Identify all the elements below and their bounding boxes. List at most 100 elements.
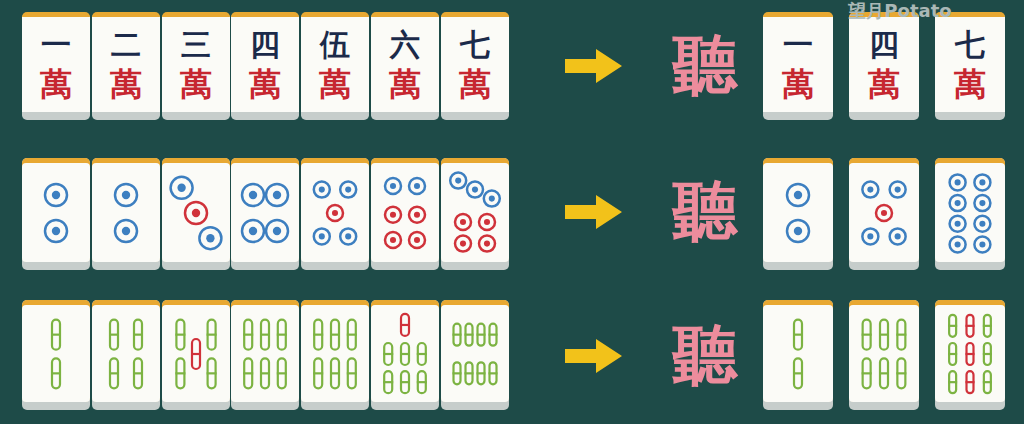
- tile-back: [92, 300, 160, 402]
- tile-back: [92, 158, 160, 262]
- bamboo-symbol: [793, 372, 803, 374]
- bamboo-symbol: [984, 371, 991, 393]
- bamboo-symbol: [417, 353, 427, 355]
- bamboo-symbol: [175, 372, 185, 374]
- tile-face: [935, 163, 1005, 262]
- arrow-symbol: [565, 195, 622, 229]
- bamboo-symbol: [260, 334, 270, 336]
- bamboo-symbol: [330, 372, 340, 374]
- bamboo-symbol: [418, 371, 426, 393]
- bamboo-symbol: [260, 372, 270, 374]
- dot-symbol: [345, 187, 351, 193]
- bamboo-symbol: [134, 358, 142, 388]
- bamboo-symbol: [967, 343, 974, 365]
- bamboo-symbol: [489, 334, 498, 336]
- tile-side: [22, 158, 90, 270]
- bamboo-symbol: [110, 320, 118, 350]
- tile-suit: 萬: [868, 68, 900, 100]
- dot-symbol: [472, 187, 478, 193]
- bamboo-symbol: [794, 358, 802, 388]
- wait-label: 聽: [672, 33, 738, 99]
- bamboo-symbol: [983, 353, 992, 355]
- bamboo-symbol: [984, 343, 991, 365]
- bamboo-symbol: [862, 372, 872, 374]
- bamboo-symbol: [277, 334, 287, 336]
- dot-symbol: [867, 233, 873, 239]
- dot-symbol: [273, 227, 281, 235]
- dot-symbol: [794, 191, 802, 199]
- tile-side: [231, 300, 299, 410]
- tile-side: [162, 300, 230, 410]
- tile-suit: 萬: [954, 68, 986, 100]
- bamboo-symbol: [984, 315, 991, 337]
- tile-face: [441, 305, 509, 402]
- tile-face: [22, 305, 90, 402]
- tile-side: [371, 300, 439, 410]
- bamboo-tile: [441, 300, 509, 410]
- tile-side: [849, 158, 919, 270]
- bamboo-symbol: [948, 353, 957, 355]
- dot-symbol: [340, 228, 356, 244]
- bamboo-tile: [301, 300, 369, 410]
- dot-symbol: [455, 178, 461, 184]
- bamboo-symbol: [176, 358, 184, 388]
- bamboo-symbol: [896, 372, 906, 374]
- tile-number: 伍: [320, 30, 350, 60]
- dot-symbol: [192, 209, 200, 217]
- bamboo-symbol: [879, 334, 889, 336]
- bamboo-tile: [935, 300, 1005, 410]
- tile-back: [22, 300, 90, 402]
- dot-symbol: [867, 187, 873, 193]
- bamboo-symbol: [466, 362, 473, 384]
- dot-tile: [849, 158, 919, 270]
- dot-symbol: [332, 210, 338, 216]
- bamboo-symbol: [133, 334, 143, 336]
- bamboo-symbol: [400, 324, 410, 326]
- tile-face: [849, 305, 919, 402]
- bamboo-symbol: [983, 325, 992, 327]
- dot-symbol: [979, 241, 985, 247]
- dot-symbol: [890, 228, 906, 244]
- dot-symbol: [955, 221, 961, 227]
- bamboo-symbol: [948, 325, 957, 327]
- dot-symbol: [979, 200, 985, 206]
- tile-face: [162, 163, 230, 262]
- tile-side: [301, 158, 369, 270]
- bamboo-symbol: [134, 320, 142, 350]
- bamboo-symbol: [109, 334, 119, 336]
- tile-face: [92, 305, 160, 402]
- bamboo-symbol: [477, 372, 486, 374]
- tile-back: [849, 300, 919, 402]
- bamboo-symbol: [278, 320, 286, 350]
- tile-side: [849, 300, 919, 410]
- bamboo-symbol: [949, 315, 956, 337]
- dot-symbol: [206, 234, 214, 242]
- dot-symbol: [409, 178, 425, 194]
- tile-back: [231, 158, 299, 262]
- bamboo-symbol: [384, 343, 392, 365]
- tile-back: [371, 300, 439, 402]
- bamboo-symbol: [51, 334, 61, 336]
- bamboo-symbol: [466, 324, 473, 346]
- bamboo-symbol: [51, 372, 61, 374]
- dot-symbol: [479, 214, 495, 230]
- bamboo-symbol: [261, 358, 269, 388]
- dot-symbol: [955, 241, 961, 247]
- bamboo-tile: [849, 300, 919, 410]
- dot-tile: [441, 158, 509, 270]
- dot-symbol: [974, 237, 990, 253]
- dot-symbol: [862, 182, 878, 198]
- tile-face: [231, 305, 299, 402]
- character-tile: 六萬: [371, 12, 439, 120]
- character-tile: 二萬: [92, 12, 160, 120]
- bamboo-symbol: [243, 372, 253, 374]
- tile-suit: 萬: [459, 68, 491, 100]
- dot-symbol: [409, 232, 425, 248]
- bamboo-symbol: [417, 381, 427, 383]
- dot-tile: [231, 158, 299, 270]
- bamboo-symbol: [967, 371, 974, 393]
- dot-symbol: [266, 220, 288, 242]
- tile-number: 四: [250, 30, 280, 60]
- dot-symbol: [489, 196, 495, 202]
- arrow-symbol: [565, 339, 622, 373]
